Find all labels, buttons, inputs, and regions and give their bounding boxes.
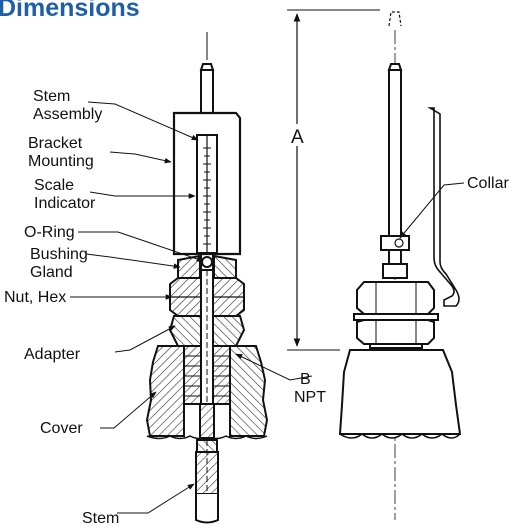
label-nut: Nut, Hex bbox=[4, 289, 66, 306]
diagram-title: Dimensions bbox=[0, 0, 140, 22]
label-collar: Collar bbox=[467, 175, 509, 192]
mounting-bracket bbox=[427, 107, 460, 307]
label-npt: NPT bbox=[294, 389, 326, 406]
label-scale-2: Indicator bbox=[34, 195, 96, 212]
o-ring bbox=[201, 256, 213, 268]
cover-right bbox=[229, 345, 269, 437]
label-stem-assembly-2: Assembly bbox=[33, 106, 102, 123]
label-stem-assembly-1: Stem bbox=[33, 88, 70, 105]
label-b: B bbox=[300, 371, 311, 388]
leader-lines bbox=[70, 101, 465, 514]
section-view bbox=[145, 32, 269, 524]
label-bushing-2: Gland bbox=[30, 264, 73, 281]
hex-nut-exterior bbox=[356, 281, 435, 315]
cover-left bbox=[145, 345, 185, 437]
label-oring: O-Ring bbox=[24, 224, 75, 241]
label-adapter: Adapter bbox=[24, 346, 81, 363]
label-bushing-1: Bushing bbox=[30, 246, 88, 263]
exterior-view bbox=[338, 11, 462, 520]
label-cover: Cover bbox=[40, 420, 83, 437]
label-bracket-1: Bracket bbox=[28, 135, 83, 152]
label-bracket-2: Mounting bbox=[28, 153, 94, 170]
dimension-a bbox=[287, 9, 380, 351]
label-scale-1: Scale bbox=[34, 177, 74, 194]
label-stem: Stem bbox=[82, 510, 119, 527]
cover-exterior bbox=[338, 349, 462, 435]
label-dimension-a: A bbox=[291, 127, 304, 148]
